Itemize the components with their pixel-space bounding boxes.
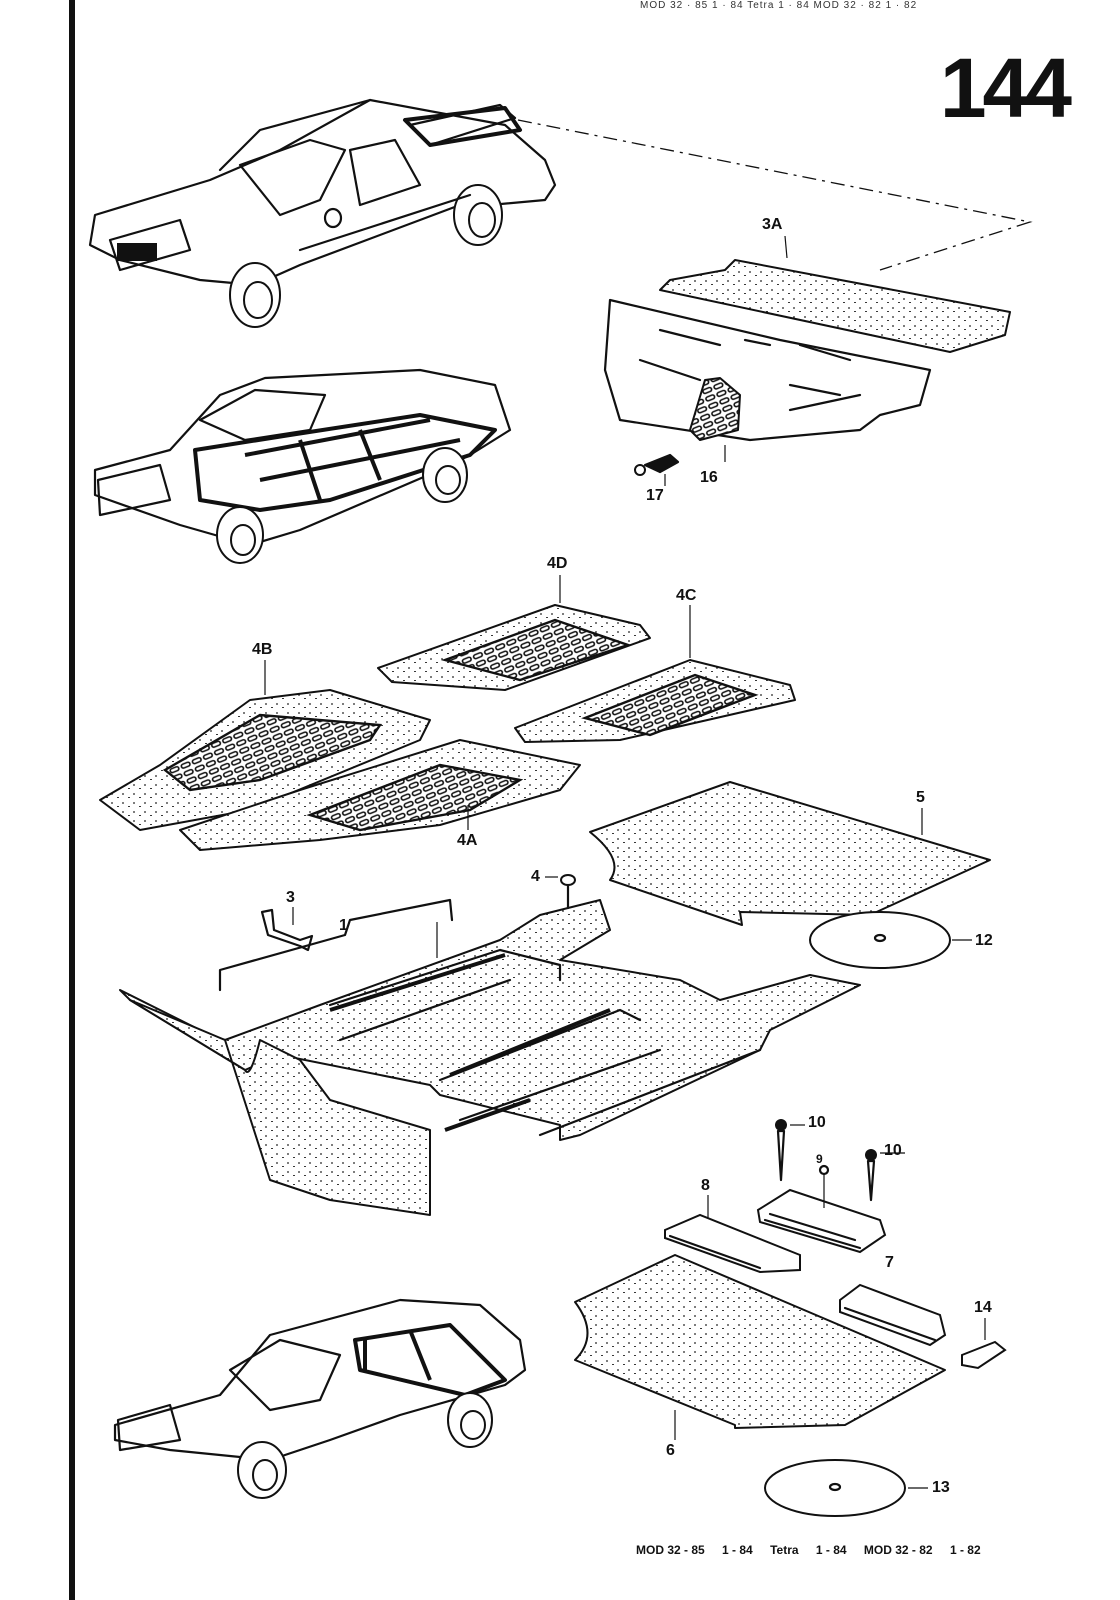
page-binding-edge (69, 0, 75, 1600)
callout-5: 5 (916, 789, 925, 806)
callout-14: 14 (974, 1299, 992, 1316)
page-footer: MOD 32 - 85 1 - 84 Tetra 1 - 84 MOD 32 -… (636, 1543, 995, 1557)
part-3-bracket (260, 907, 314, 952)
callout-8: 8 (701, 1177, 710, 1194)
part-4-stud (545, 874, 576, 910)
leader-shelf-to-car (517, 119, 1033, 271)
callout-4a: 4A (457, 832, 478, 849)
page-header-faint: MOD 32 · 85 1 · 84 Tetra 1 · 84 MOD 32 ·… (640, 0, 918, 10)
car-sedan-floor-illustration (93, 368, 512, 564)
callout-10b: 10 (884, 1142, 902, 1159)
callout-10a: 10 (808, 1114, 826, 1131)
car-coupe-illustration (88, 98, 557, 328)
footer-model-3: MOD 32 - 82 (863, 1543, 933, 1557)
callout-4d: 4D (547, 555, 568, 572)
footer-model-1: MOD 32 - 85 (636, 1543, 705, 1557)
part-13-spare-wheel-cover (764, 1459, 928, 1517)
callout-12: 12 (975, 932, 993, 949)
page-number: 144 (939, 41, 1072, 135)
callout-17: 17 (646, 487, 664, 504)
callout-1: 1 (339, 917, 348, 934)
part-4b-front-mat (99, 660, 431, 831)
callout-3a: 3A (762, 216, 783, 233)
callout-6: 6 (666, 1442, 675, 1459)
part-3a-parcel-shelf (603, 235, 1011, 442)
callout-3: 3 (286, 889, 295, 906)
part-4a-front-mat (179, 739, 581, 851)
part-7-trim-strip (839, 1283, 947, 1347)
part-9-trim-strip (756, 1164, 887, 1254)
part-1-floor-carpet (119, 898, 861, 1216)
part-14-clip (961, 1318, 1007, 1370)
car-wagon-illustration (113, 1298, 527, 1499)
footer-model-2: Tetra (770, 1543, 799, 1557)
callout-13: 13 (932, 1479, 950, 1496)
part-4d-rear-mat (377, 575, 651, 691)
callout-4c: 4C (676, 587, 697, 604)
part-8-trim-strip (664, 1195, 801, 1274)
part-4c-rear-mat (514, 605, 796, 743)
callout-4: 4 (531, 868, 540, 885)
part-10-screw-b (865, 1149, 905, 1202)
part-10-screw-a (775, 1119, 805, 1182)
footer-date-3: 1 - 82 (949, 1543, 981, 1557)
part-5-luggage-mat (589, 781, 991, 926)
callout-9: 9 (816, 1152, 823, 1166)
footer-date-1: 1 - 84 (722, 1543, 753, 1557)
callout-4b: 4B (252, 641, 273, 658)
part-12-spare-wheel-cover (809, 911, 972, 969)
callout-7: 7 (885, 1254, 894, 1271)
callout-16: 16 (700, 469, 718, 486)
part-17-clip (634, 453, 680, 486)
part-6-luggage-mat (574, 1254, 946, 1440)
footer-date-2: 1 - 84 (815, 1543, 847, 1557)
